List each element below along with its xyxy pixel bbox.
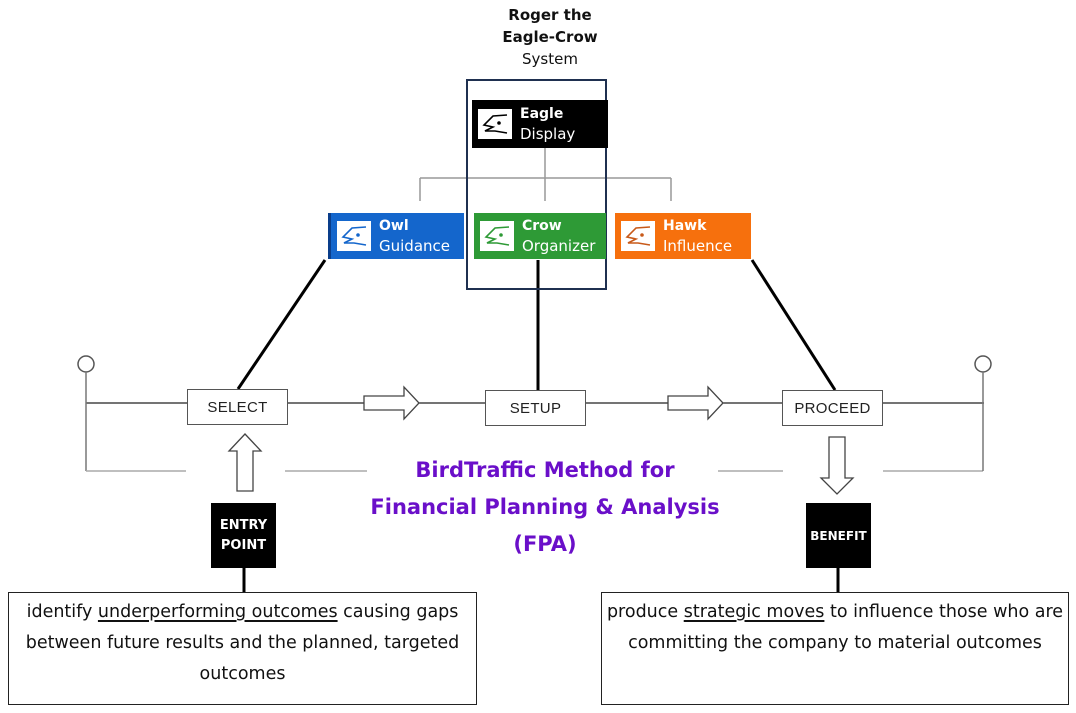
method-title-line1: BirdTraffic Method for (415, 458, 675, 482)
entry-desc-underlined: underperforming outcomes (97, 602, 338, 622)
system-title-line2: Eagle-Crow (502, 28, 598, 46)
benefit-tag: BENEFIT (806, 503, 871, 568)
owl-to-select (236, 259, 327, 390)
system-title-line3: System (522, 50, 578, 68)
method-title: BirdTraffic Method for Financial Plannin… (340, 452, 750, 563)
bird-head-icon (480, 221, 514, 251)
entry-tag-line2: POINT (220, 537, 267, 553)
crow-role: Organizer (522, 237, 596, 255)
entry-point-tag: ENTRY POINT (211, 503, 276, 568)
eagle-name: Eagle (520, 106, 564, 122)
arrow-right-icon (667, 385, 724, 421)
benefit-description: produce strategic moves to influence tho… (601, 592, 1069, 705)
method-title-line2: Financial Planning & Analysis (370, 495, 720, 519)
arrow-up-icon (227, 433, 263, 492)
benefit-desc-before: produce (606, 602, 684, 622)
end-terminal (974, 355, 992, 373)
hawk-role: Influence (663, 237, 733, 255)
method-title-line3: (FPA) (513, 532, 577, 556)
start-terminal (77, 355, 95, 373)
bird-head-icon (621, 221, 655, 251)
benefit-desc-underlined: strategic moves (683, 602, 825, 622)
hawk-to-proceed (750, 259, 837, 391)
bird-head-icon (337, 221, 371, 251)
system-title-line1: Roger the (508, 6, 592, 24)
entry-description: identify underperforming outcomes causin… (8, 592, 477, 705)
entry-desc-before: identify (26, 602, 98, 622)
entry-tag-line1: ENTRY (219, 517, 268, 533)
arrow-right-icon (363, 385, 420, 421)
step-setup: SETUP (485, 390, 586, 426)
crow-name: Crow (522, 218, 562, 234)
benefit-desc-after: to influence those who are committing th… (628, 602, 1064, 653)
step-select: SELECT (187, 389, 288, 425)
step-proceed: PROCEED (782, 390, 883, 426)
eagle-role: Display (520, 125, 576, 143)
entry-desc-after: causing gaps between future results and … (25, 602, 460, 684)
arrow-down-icon (819, 436, 855, 495)
eagle-crow-system-frame (466, 79, 607, 290)
bird-head-icon (478, 109, 512, 139)
hawk-name: Hawk (663, 218, 707, 234)
owl-role: Guidance (379, 237, 450, 255)
owl-name: Owl (379, 218, 409, 234)
system-title: Roger the Eagle-Crow System (480, 4, 620, 70)
